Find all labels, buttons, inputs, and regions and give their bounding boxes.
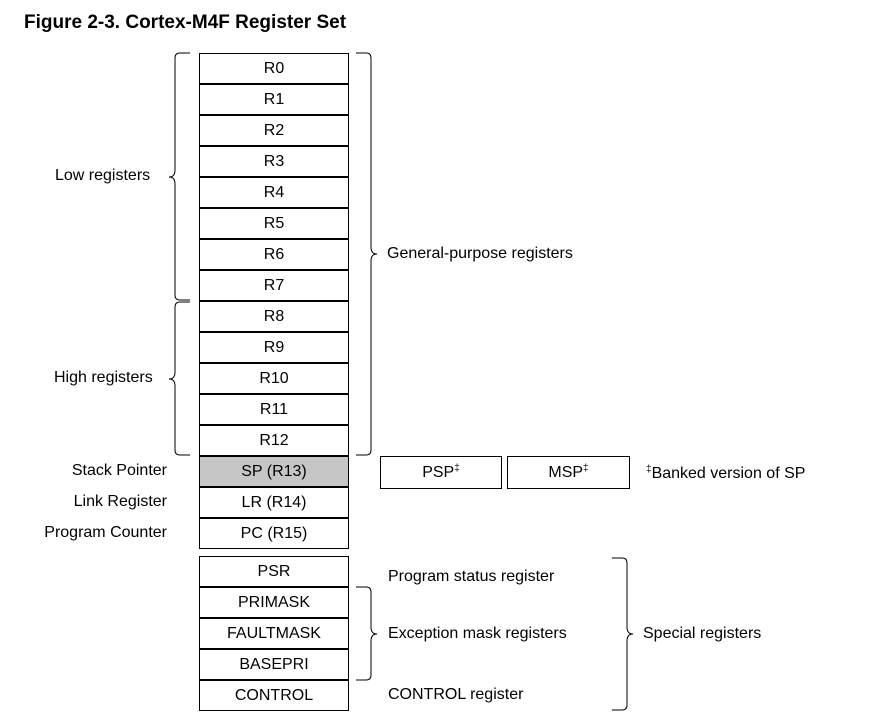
special-registers-brace bbox=[612, 557, 634, 711]
register-lr: LR (R14) bbox=[199, 487, 349, 518]
register-r2: R2 bbox=[199, 115, 349, 146]
program-status-label: Program status register bbox=[388, 568, 555, 585]
note-dagger: ‡ bbox=[646, 464, 652, 475]
general-purpose-brace bbox=[356, 52, 378, 456]
msp-dagger: ‡ bbox=[583, 463, 589, 474]
psp-dagger: ‡ bbox=[454, 463, 460, 474]
general-purpose-label: General-purpose registers bbox=[387, 245, 573, 262]
register-r9: R9 bbox=[199, 332, 349, 363]
register-r5: R5 bbox=[199, 208, 349, 239]
program-counter-label: Program Counter bbox=[44, 524, 167, 541]
register-primask: PRIMASK bbox=[199, 587, 349, 618]
register-sp: SP (R13) bbox=[199, 456, 349, 487]
register-r1: R1 bbox=[199, 84, 349, 115]
register-faultmask: FAULTMASK bbox=[199, 618, 349, 649]
special-registers-label: Special registers bbox=[643, 625, 762, 642]
psp-label: PSP bbox=[422, 464, 455, 481]
high-registers-label: High registers bbox=[54, 369, 153, 386]
register-pc: PC (R15) bbox=[199, 518, 349, 549]
high-registers-brace bbox=[168, 301, 190, 456]
stack-pointer-label: Stack Pointer bbox=[71, 462, 167, 479]
figure-title: Figure 2-3. Cortex-M4F Register Set bbox=[24, 12, 347, 33]
register-r12: R12 bbox=[199, 425, 349, 456]
control-register-label: CONTROL register bbox=[388, 686, 524, 703]
register-r4: R4 bbox=[199, 177, 349, 208]
register-r8: R8 bbox=[199, 301, 349, 332]
banked-note: ‡Banked version of SP bbox=[646, 464, 805, 484]
register-psr: PSR bbox=[199, 556, 349, 587]
banked-note-text: Banked version of SP bbox=[651, 465, 806, 482]
register-r11: R11 bbox=[199, 394, 349, 425]
register-r7: R7 bbox=[199, 270, 349, 301]
register-r0: R0 bbox=[199, 53, 349, 84]
link-register-label: Link Register bbox=[73, 493, 167, 510]
register-control: CONTROL bbox=[199, 680, 349, 711]
register-basepri: BASEPRI bbox=[199, 649, 349, 680]
register-r3: R3 bbox=[199, 146, 349, 177]
banked-psp-box: PSP‡ bbox=[380, 456, 502, 489]
low-registers-brace bbox=[168, 52, 190, 301]
exception-mask-label: Exception mask registers bbox=[388, 625, 567, 642]
register-r10: R10 bbox=[199, 363, 349, 394]
low-registers-label: Low registers bbox=[55, 167, 151, 184]
msp-label: MSP bbox=[548, 464, 584, 481]
banked-msp-box: MSP‡ bbox=[507, 456, 630, 489]
exception-mask-brace bbox=[356, 586, 378, 681]
register-r6: R6 bbox=[199, 239, 349, 270]
